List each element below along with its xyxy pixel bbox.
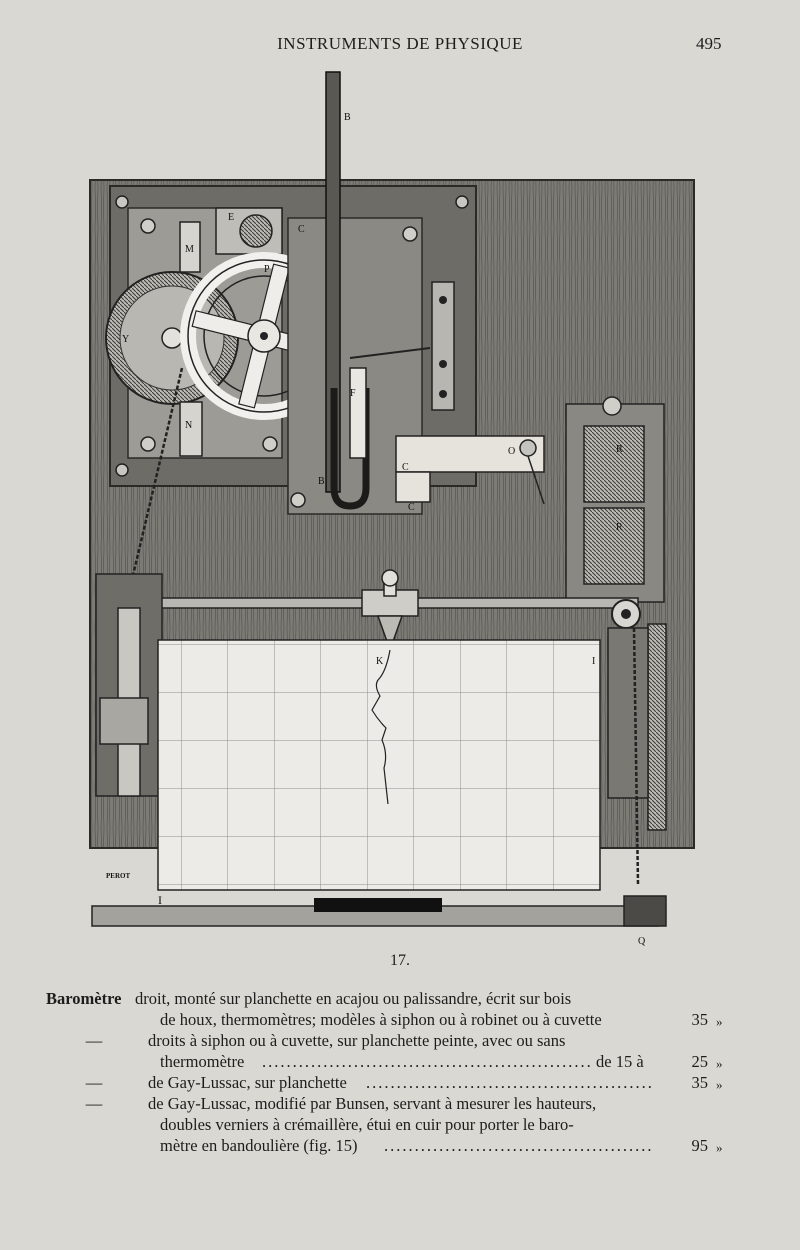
entry-price: 25 bbox=[691, 1052, 709, 1071]
label-n: N bbox=[185, 420, 192, 431]
label-i-left: I bbox=[158, 893, 162, 907]
catalog-entry: Baromètre droit, monté sur planchette en… bbox=[0, 988, 800, 1030]
entry-text-line: de Gay-Lussac, sur planchette bbox=[148, 1073, 347, 1092]
label-k: K bbox=[376, 656, 384, 667]
clock-drum bbox=[583, 425, 645, 503]
entry-text-line: droit, monté sur planchette en acajou ou… bbox=[135, 989, 572, 1008]
leader-dots: ........................................… bbox=[366, 1073, 652, 1092]
entry-lead: Baromètre bbox=[46, 989, 122, 1008]
entry-price: 35 bbox=[691, 1010, 709, 1029]
entry-price-unit: » bbox=[716, 1056, 723, 1071]
entry-text-line: de houx, thermomètres; modèles à siphon … bbox=[160, 1010, 602, 1029]
label-y: Y bbox=[122, 334, 129, 345]
label-b-top: B bbox=[344, 112, 351, 123]
barometer-engraving: B P E M Y N C F B C C O R R K I I Q PERO… bbox=[88, 68, 708, 948]
label-o: O bbox=[508, 446, 515, 457]
label-c-mid: C bbox=[402, 462, 409, 473]
entry-price-range: de 15 à bbox=[596, 1052, 644, 1071]
catalog-entries: Baromètre droit, monté sur planchette en… bbox=[0, 988, 800, 1156]
screw bbox=[455, 195, 469, 209]
label-b-bottom: B bbox=[318, 476, 325, 487]
label-r-bottom: R bbox=[616, 522, 623, 533]
label-c-bottom: C bbox=[408, 502, 415, 513]
entry-text-line: de Gay-Lussac, modifié par Bunsen, serva… bbox=[148, 1094, 597, 1113]
recording-chart bbox=[157, 639, 601, 891]
figure-number: 17. bbox=[390, 952, 410, 969]
engraving-illustration: B P E M Y N C F B C C O R R K I I Q PERO… bbox=[89, 71, 695, 947]
entry-price-unit: » bbox=[716, 1014, 723, 1029]
label-f: F bbox=[350, 388, 356, 399]
leader-dots: ........................................… bbox=[262, 1052, 592, 1071]
label-c-top: C bbox=[298, 224, 305, 235]
entry-text-line: droits à siphon ou à cuvette, sur planch… bbox=[148, 1031, 566, 1050]
screw bbox=[140, 218, 156, 234]
entry-dash: — bbox=[85, 1073, 103, 1092]
screw bbox=[115, 463, 129, 477]
entry-text-line: doubles verniers à crémaillère, étui en … bbox=[160, 1115, 574, 1134]
pressure-trace bbox=[371, 649, 391, 805]
entry-text-line: thermomètre bbox=[160, 1052, 245, 1071]
screw bbox=[115, 195, 129, 209]
entry-text-line: mètre en bandoulière (fig. 15) bbox=[160, 1136, 358, 1155]
label-e: E bbox=[228, 212, 234, 223]
running-title: INSTRUMENTS DE PHYSIQUE bbox=[277, 34, 523, 53]
label-p: P bbox=[264, 264, 270, 275]
page-number: 495 bbox=[696, 34, 722, 53]
label-m: M bbox=[185, 244, 194, 255]
entry-dash: — bbox=[85, 1031, 103, 1050]
entry-price-unit: » bbox=[716, 1140, 723, 1155]
catalog-entry: — de Gay-Lussac, sur planchette ........… bbox=[0, 1072, 800, 1093]
entry-price: 35 bbox=[691, 1073, 709, 1092]
screw bbox=[140, 436, 156, 452]
catalog-entry: — de Gay-Lussac, modifié par Bunsen, ser… bbox=[0, 1093, 800, 1156]
entry-price: 95 bbox=[691, 1136, 709, 1155]
screw bbox=[262, 436, 278, 452]
engraver-signature: PEROT bbox=[106, 872, 130, 880]
leader-dots: ........................................… bbox=[384, 1136, 652, 1155]
entry-dash: — bbox=[85, 1094, 103, 1113]
catalog-entry: — droits à siphon ou à cuvette, sur plan… bbox=[0, 1030, 800, 1072]
entry-price-unit: » bbox=[716, 1077, 723, 1092]
label-i-right: I bbox=[592, 656, 595, 667]
label-r-top: R bbox=[616, 444, 623, 455]
label-q: Q bbox=[638, 936, 646, 947]
